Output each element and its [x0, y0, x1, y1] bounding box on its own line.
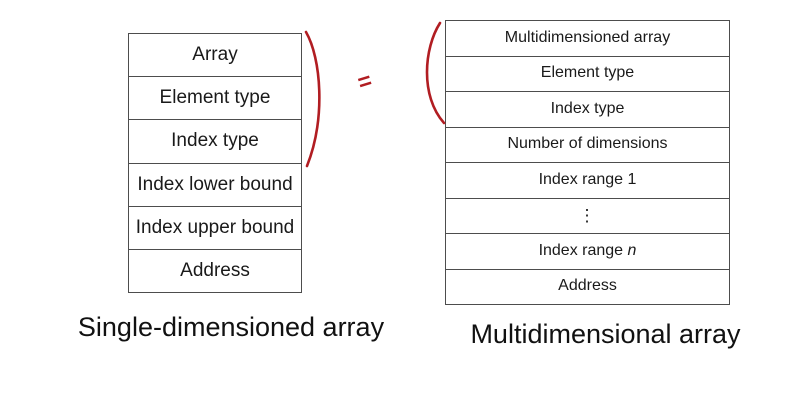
- table-row: Element type: [129, 77, 301, 121]
- table-row: Number of dimensions: [446, 128, 729, 163]
- table-row-label: Index type: [171, 130, 259, 152]
- red-equals-sign: =: [354, 66, 375, 96]
- table-row-label: Address: [558, 277, 617, 295]
- table-row: Element type: [446, 57, 729, 92]
- table-row-label: Address: [180, 259, 250, 281]
- table-row-label: Number of dimensions: [507, 135, 668, 153]
- table-row-label: Element type: [540, 64, 635, 82]
- multidimensional-array-caption: Multidimensional array: [470, 319, 741, 349]
- table-row-label: Index lower bound: [137, 173, 293, 195]
- table-row-label: ⋮: [578, 205, 597, 225]
- table-row: Address: [129, 250, 301, 292]
- table-row: Array: [129, 34, 301, 78]
- table-row-label: Index range 1: [538, 170, 637, 188]
- table-row-label: Index type: [550, 99, 625, 117]
- table-row-label: Index range n: [538, 241, 637, 259]
- table-row-label: Index upper bound: [135, 216, 295, 238]
- table-row-label: Multidimensioned array: [504, 28, 671, 46]
- table-row-label: Array: [192, 44, 238, 66]
- table-row: Index range 1: [446, 163, 729, 199]
- table-row: Index type: [129, 120, 301, 164]
- table-row: Index upper bound: [129, 207, 301, 250]
- red-opening-paren: [425, 21, 446, 125]
- table-row: Index range n: [446, 234, 729, 270]
- table-row: Index lower bound: [129, 164, 301, 207]
- table-row: Index type: [446, 92, 729, 128]
- table-row-label: Element type: [159, 87, 271, 109]
- single-dimensioned-array-caption: Single-dimensioned array: [77, 312, 385, 342]
- table-row: Address: [446, 270, 729, 305]
- table-row-ellipsis: ⋮: [446, 199, 729, 234]
- red-closing-paren: [304, 30, 321, 168]
- table-row: Multidimensioned array: [446, 21, 729, 57]
